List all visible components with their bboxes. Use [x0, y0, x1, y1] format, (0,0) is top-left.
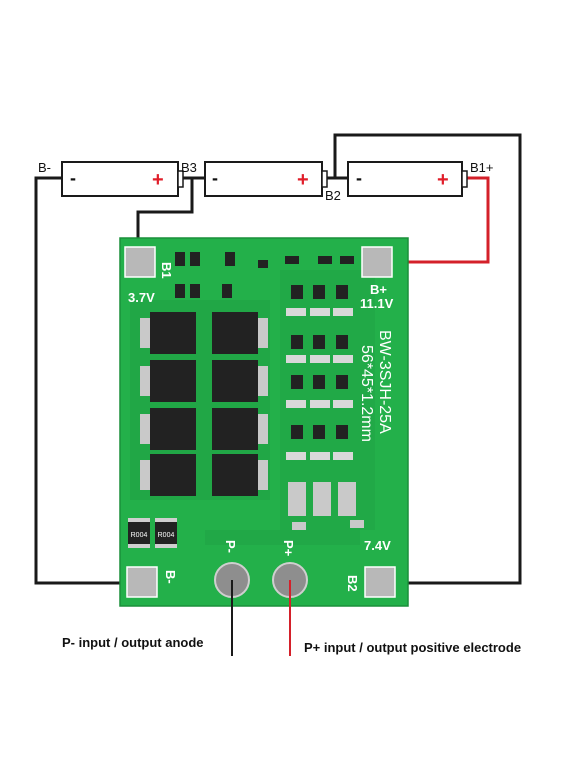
label-b1-plus: B1+ [470, 160, 494, 175]
battery-2-pos: + [297, 169, 309, 191]
battery-1-pos: + [152, 169, 164, 191]
resistor-1-label: R004 [131, 532, 148, 539]
silk-bplus: B+ [370, 282, 387, 297]
caption-p-minus: P- input / output anode [62, 635, 204, 650]
resistor-2-label: R004 [158, 532, 175, 539]
silk-74v: 7.4V [364, 538, 391, 553]
mosfet-array [140, 312, 268, 496]
battery-2-neg: - [212, 168, 218, 188]
pcb-board: R004 R004 B1 3.7V B+ 11.1V BW-3SJH-25A 5… [119, 237, 409, 607]
battery-3-neg: - [356, 168, 362, 188]
caption-p-plus: P+ input / output positive electrode [304, 640, 521, 655]
pad-b1 [124, 246, 156, 278]
smd-top [175, 252, 354, 298]
silk-b1: B1 [159, 262, 174, 279]
silk-b2: B2 [345, 575, 360, 592]
battery-1: - + [61, 161, 184, 197]
battery-2: - + [204, 161, 328, 197]
label-b-minus: B- [38, 160, 51, 175]
wire-b1-plus [377, 176, 490, 264]
silk-37v: 3.7V [128, 290, 155, 305]
battery-3: - + [347, 161, 468, 197]
battery-3-pos: + [437, 169, 449, 191]
battery-1-neg: - [70, 168, 76, 188]
ic-clusters [286, 285, 364, 530]
silk-model: BW-3SJH-25A [376, 330, 393, 434]
wire-b2-long [333, 133, 522, 585]
silk-pminus: P- [223, 540, 238, 553]
label-b2: B2 [325, 188, 341, 203]
pad-b2 [364, 566, 396, 598]
wire-b-minus [34, 176, 133, 585]
silk-dims: 56*45*1.2mm [358, 345, 375, 442]
silk-pplus: P+ [281, 540, 296, 557]
pad-bminus [126, 566, 158, 598]
silk-bminus: B- [163, 570, 178, 584]
label-b3: B3 [181, 160, 197, 175]
silk-111v: 11.1V [360, 296, 394, 311]
pad-bplus [361, 246, 393, 278]
shunt-resistors: R004 R004 [128, 518, 177, 548]
